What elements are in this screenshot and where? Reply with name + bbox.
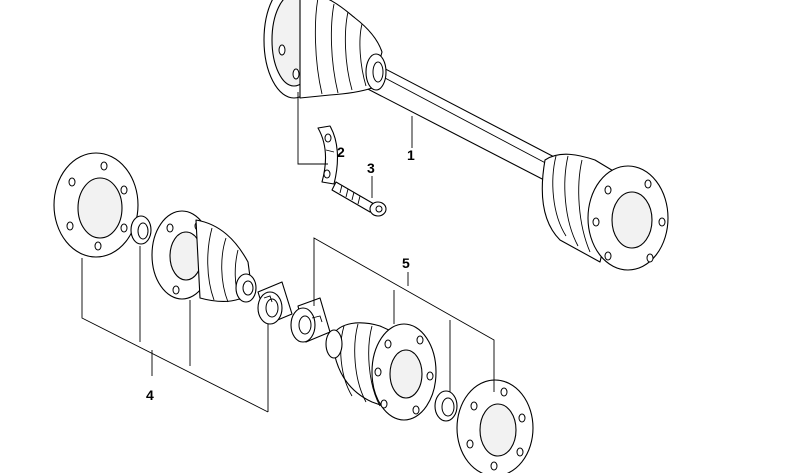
callout-2: 2	[337, 144, 345, 160]
leader-lines	[81, 92, 495, 413]
outer-joint	[541, 153, 669, 271]
circlip-left	[130, 215, 152, 245]
lock-plate	[317, 125, 339, 185]
cv-joint-left	[151, 210, 257, 303]
callout-5: 5	[402, 255, 410, 271]
callout-4: 4	[146, 387, 154, 403]
shaft-body	[361, 61, 561, 183]
inner-joint-boot	[263, 0, 387, 99]
callout-1: 1	[407, 147, 415, 163]
cv-joint-right	[325, 322, 437, 421]
joint-kit-upper	[53, 152, 293, 325]
flange-plate-left	[53, 152, 139, 258]
clamp-ring-right	[290, 297, 331, 343]
hex-bolt	[331, 181, 387, 217]
callout-3: 3	[367, 160, 375, 176]
callout-labels: 1 2 3 4 5	[146, 144, 415, 403]
joint-kit-lower	[290, 297, 534, 473]
clamp-ring-left	[257, 281, 293, 325]
circlip-right	[434, 390, 458, 422]
flange-plate-right	[456, 379, 534, 473]
drive-shaft-assembly	[263, 0, 669, 271]
